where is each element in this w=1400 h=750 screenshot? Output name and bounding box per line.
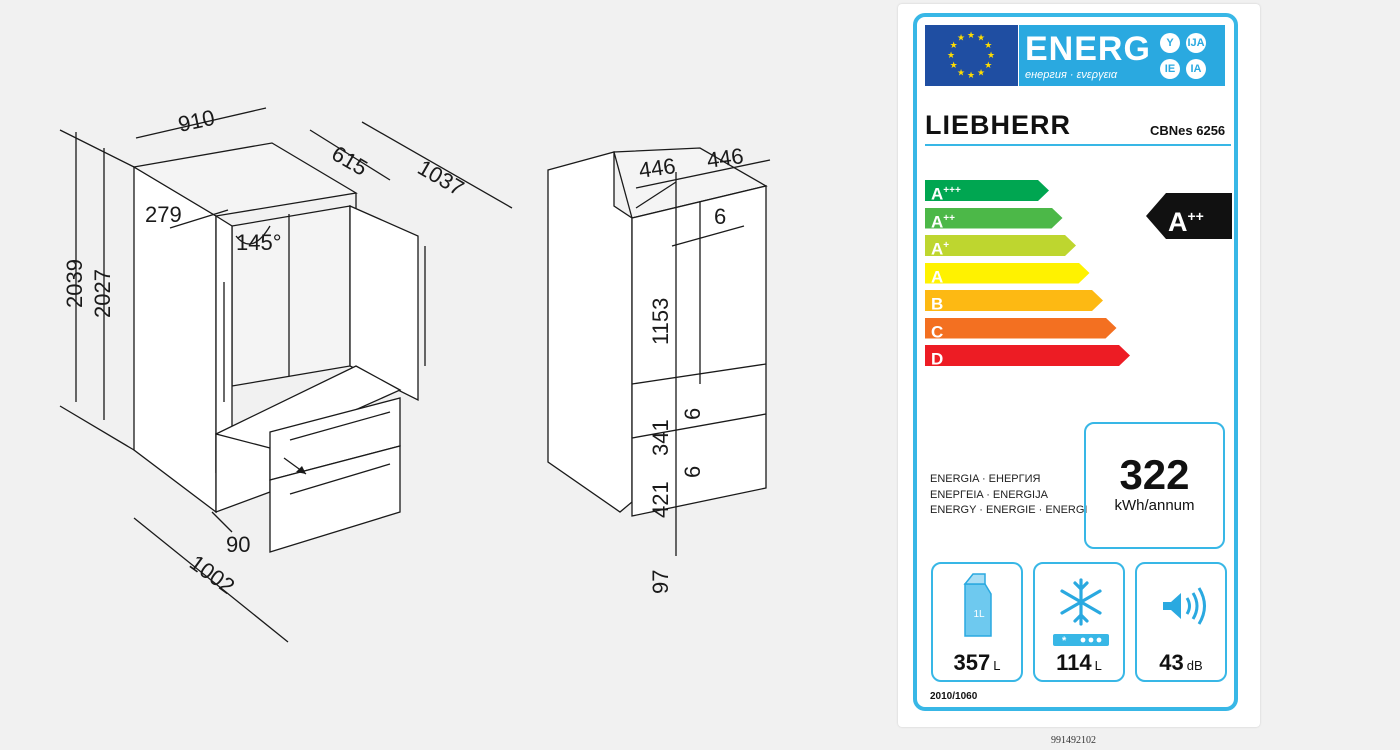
class-base: A <box>931 239 944 259</box>
side-front <box>631 185 767 517</box>
fridge-volume-value: 357 <box>953 650 991 675</box>
eu-star-icon: ★ <box>950 41 958 51</box>
energy-word-line: ENERGIA · ЕНЕРГИЯ <box>930 473 1041 485</box>
carton-label: 1L <box>973 609 985 620</box>
class-sup: + <box>943 240 950 251</box>
milk-carton-icon: 1L <box>963 573 992 637</box>
eu-star-icon: ★ <box>984 61 992 71</box>
class-base: A <box>931 267 944 287</box>
product-code: 991492102 <box>1051 735 1096 746</box>
fridge-front-view <box>59 107 513 643</box>
dim-door-swing: 279 <box>145 202 182 227</box>
eu-star-icon: ★ <box>977 68 985 78</box>
regulation: 2010/1060 <box>930 691 978 702</box>
dim-drawer-offset: 90 <box>226 532 250 557</box>
eu-star-icon: ★ <box>957 68 965 78</box>
class-base: B <box>931 294 944 314</box>
energ-subtitle: енергия · ενεργεια <box>1025 69 1118 81</box>
energy-words: ENERGIA · ЕНЕРГИЯ ΕΝΕΡΓΕΙΑ · ENERGIJA EN… <box>930 472 1088 519</box>
freezer-volume-unit: L <box>1094 658 1102 673</box>
label-frame <box>913 13 1238 711</box>
energy-class-arrow: A++ <box>925 208 1063 229</box>
dim-drawer-lower: 421 <box>648 481 673 518</box>
class-sup: +++ <box>943 185 961 196</box>
dim-depth-door: 615 <box>328 141 372 181</box>
energy-class-arrow: A+++ <box>925 180 1049 201</box>
rating-base: A <box>1168 207 1188 237</box>
energ-header: ENERG енергия · ενεργεια Y IJA IE IA <box>1019 25 1225 86</box>
energy-label: ★★★★★★★★★★★★ ENERG енергия · ενεργεια Y … <box>898 4 1260 727</box>
lang-code: IJA <box>1186 33 1206 53</box>
model-number: CBNes 6256 <box>1150 123 1226 138</box>
lower-front <box>215 433 271 513</box>
class-base: C <box>931 322 944 342</box>
dim-plinth: 97 <box>648 570 673 594</box>
energy-class-arrow: D <box>925 345 1130 366</box>
dim-width: 910 <box>176 105 217 137</box>
eu-star-icon: ★ <box>987 51 995 61</box>
energy-word-line: ΕΝΕΡΓΕΙΑ · ENERGIJA <box>930 488 1048 501</box>
speaker-icon <box>1163 587 1206 625</box>
consumption-unit: kWh/annum <box>1114 497 1195 514</box>
dim-height-total: 2039 <box>62 259 87 308</box>
lang-code: Y <box>1160 33 1180 53</box>
class-base: D <box>931 349 944 369</box>
consumption-value: 322 <box>1119 451 1190 498</box>
dim-door-width-left: 446 <box>637 153 677 183</box>
energy-class-arrow: C <box>925 318 1117 339</box>
brand-name: LIEBHERR <box>925 110 1072 140</box>
energy-class-arrow: B <box>925 290 1103 311</box>
right-door <box>349 205 419 402</box>
dim-depth-open: 1037 <box>414 155 469 201</box>
lang-code: IE <box>1160 59 1180 79</box>
eu-star-icon: ★ <box>977 34 985 44</box>
side-body <box>547 151 633 513</box>
lang-code: IA <box>1186 59 1206 79</box>
eu-flag: ★★★★★★★★★★★★ <box>925 25 1018 86</box>
freezer-volume-value: 114 <box>1056 650 1092 675</box>
class-base: A <box>931 184 944 204</box>
dim-gap-top: 6 <box>714 204 726 229</box>
consumption-box: 322 kWh/annum <box>1084 422 1225 549</box>
energ-word: ENERG <box>1025 30 1151 68</box>
dim-drawer-upper: 341 <box>648 419 673 456</box>
eu-star-icon: ★ <box>967 31 975 41</box>
energy-word-line: ENERGY · ENERGIE · ENERGI <box>930 504 1088 516</box>
energy-rating-arrow: A++ <box>1146 193 1232 239</box>
class-base: A <box>931 212 944 232</box>
class-sup: ++ <box>943 212 955 224</box>
divider <box>925 144 1231 146</box>
energy-class-arrow: A <box>925 263 1090 284</box>
snowflake-icon: * <box>1053 578 1109 647</box>
dim-upper-height: 1153 <box>648 298 673 345</box>
noise-value: 43 <box>1159 650 1184 675</box>
eu-star-icon: ★ <box>947 51 955 61</box>
fridge-volume-unit: L <box>993 658 1001 673</box>
fridge-side-view <box>547 147 771 556</box>
svg-text:*: * <box>1062 635 1067 647</box>
eu-star-icon: ★ <box>984 41 992 51</box>
dim-gap-low: 6 <box>680 466 705 478</box>
rating-sup: ++ <box>1187 208 1204 224</box>
dim-depth-drawer: 1002 <box>185 550 239 599</box>
dim-angle: 145° <box>236 230 282 255</box>
energy-class-arrow: A+ <box>925 235 1076 256</box>
technical-drawing: 910 615 1037 2039 2027 279 145° 90 1002 … <box>59 105 771 643</box>
eu-star-icon: ★ <box>957 34 965 44</box>
eu-star-icon: ★ <box>950 61 958 71</box>
eu-star-icon: ★ <box>967 71 975 81</box>
dim-height-body: 2027 <box>90 269 115 318</box>
dim-door-width-right: 446 <box>705 143 745 173</box>
dim-gap-mid: 6 <box>680 408 705 420</box>
eu-stars-icon: ★★★★★★★★★★★★ <box>947 31 995 81</box>
noise-unit: dB <box>1186 658 1203 673</box>
